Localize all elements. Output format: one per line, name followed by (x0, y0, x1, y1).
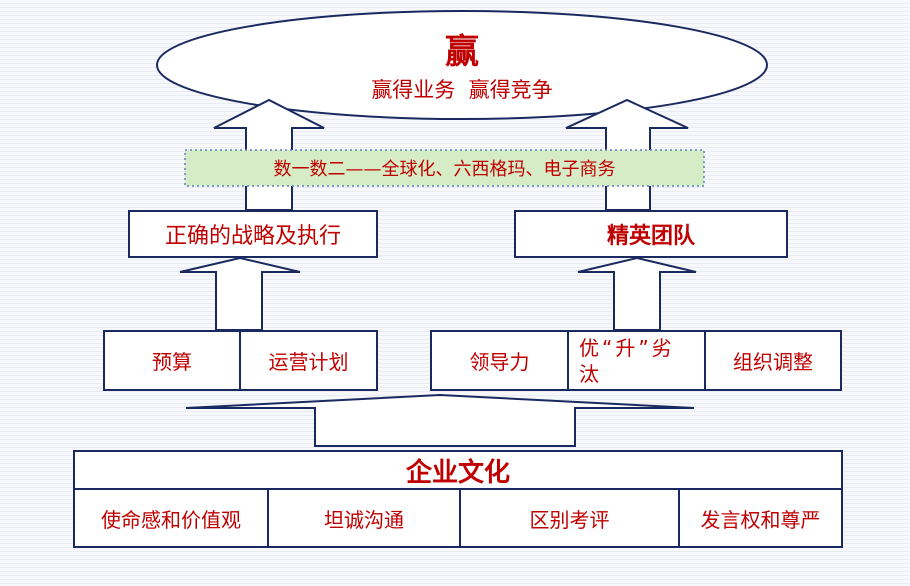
promote-eliminate-box: 优“升”劣 汰 (567, 330, 706, 391)
culture-item-voice-dignity: 发言权和尊严 (678, 488, 843, 548)
arrow-culture-to-inputs (185, 393, 695, 447)
strategy-execution-box: 正确的战略及执行 (128, 210, 378, 258)
culture-title-box: 企业文化 (73, 450, 843, 490)
goal-ellipse (156, 10, 768, 120)
arrow-inputs-to-strategy (179, 256, 301, 331)
goal-char: 赢 (445, 31, 479, 72)
leadership-box: 领导力 (430, 330, 569, 391)
arrow-inputs-to-team (577, 256, 697, 331)
promote-line-2: 汰 (579, 361, 599, 386)
band-text: 数一数二——全球化、六西格玛、电子商务 (273, 159, 616, 180)
promote-line-1: 优“升”劣 (579, 335, 675, 360)
org-adjust-box: 组织调整 (704, 330, 842, 391)
goal-subtitle: 赢得业务 赢得竞争 (371, 78, 553, 102)
budget-box: 预算 (103, 330, 241, 391)
culture-item-candor: 坦诚沟通 (267, 488, 461, 548)
culture-item-mission: 使命感和价值观 (73, 488, 269, 548)
focus-band (184, 149, 705, 187)
elite-team-box: 精英团队 (514, 210, 788, 258)
ops-plan-box: 运营计划 (239, 330, 378, 391)
culture-item-differentiation: 区别考评 (459, 488, 680, 548)
